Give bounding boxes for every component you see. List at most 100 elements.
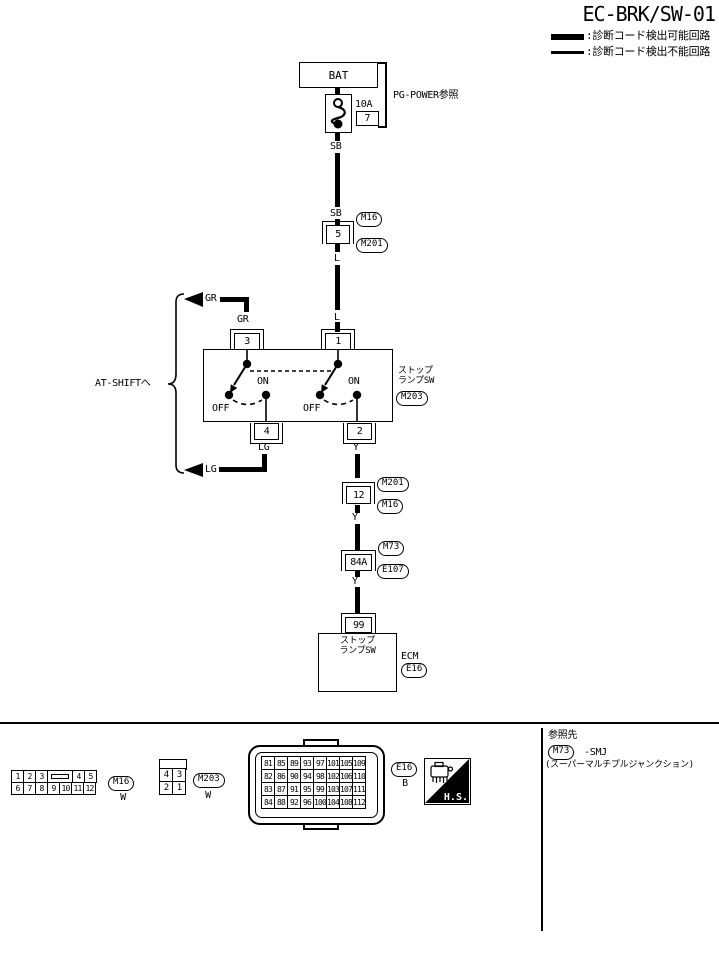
fuse-number-box: 7 <box>356 111 379 126</box>
pin-cell: 83 <box>261 782 275 796</box>
wire-label-lg-branch: LG <box>205 464 217 475</box>
wire-label-lg-terminal: LG <box>258 442 270 453</box>
fuse-rating-label: 10A <box>355 99 373 110</box>
pin-cell: 12 <box>83 782 96 795</box>
terminal-1-number: 1 <box>325 333 351 350</box>
hs-view-icon: H.S. <box>424 758 471 805</box>
ecm-signal-name-2: ランプSW <box>339 646 376 656</box>
connector-ref-m16-upper: M16 <box>356 212 383 227</box>
pin-cell: 112 <box>352 795 366 809</box>
connector-ref-m16-mid: M16 <box>377 499 404 514</box>
reference-note: (スーパーマルチプルジャンクション) <box>545 760 694 770</box>
switch2-off-label: OFF <box>303 403 321 414</box>
wire-label-y-lower: Y <box>352 576 358 587</box>
page-title: EC-BRK/SW-01 <box>582 2 717 26</box>
legend-thick-line <box>551 34 584 40</box>
pin-cell: 94 <box>300 769 314 783</box>
pin-cell: 85 <box>274 756 288 770</box>
pin-cell: 95 <box>300 782 314 796</box>
connector-ref-m201-mid: M201 <box>377 477 409 492</box>
wire-label-sb-lower: SB <box>330 208 342 219</box>
wire-gr-vertical <box>244 297 249 312</box>
footer-vertical-divider <box>541 728 543 931</box>
wire-l-stub-lower <box>335 322 340 332</box>
connector-ref-m203-switch: M203 <box>396 391 428 406</box>
switch-terminal-2: 2 <box>343 423 376 444</box>
m16-face-color: W <box>120 792 126 803</box>
pin-cell: 110 <box>352 769 366 783</box>
wire-y-stub2 <box>355 570 360 577</box>
wire-label-gr-branch: GR <box>205 293 217 304</box>
terminal-99-number: 99 <box>345 617 372 633</box>
lg-arrow-icon <box>184 463 203 477</box>
legend-thick-label: :診断コード検出可能回路 <box>586 29 711 42</box>
pin-cell: 105 <box>339 756 353 770</box>
wire-lg-vertical <box>262 454 267 472</box>
pin-cell: 93 <box>300 756 314 770</box>
connector-ref-m201-upper: M201 <box>356 238 388 253</box>
battery-box: BAT <box>299 62 378 88</box>
terminal-84a-number: 84A <box>345 554 372 571</box>
pin-cell: 92 <box>287 795 301 809</box>
pin-cell: 3 <box>172 768 186 782</box>
fuse-number: 7 <box>364 113 371 124</box>
wire-l-stub-upper <box>335 244 340 252</box>
pin-cell: 108 <box>339 795 353 809</box>
pin-cell: 102 <box>326 769 340 783</box>
terminal-2-number: 2 <box>347 423 372 440</box>
pin-cell: 100 <box>313 795 327 809</box>
pin-cell: 106 <box>339 769 353 783</box>
terminal-3-number: 3 <box>234 333 260 350</box>
wire-y-mid <box>355 524 360 551</box>
pin-cell: 101 <box>326 756 340 770</box>
pin-cell: 99 <box>313 782 327 796</box>
ecm-box <box>318 633 397 692</box>
at-shift-label: AT-SHIFTへ <box>95 378 151 389</box>
pin-cell: 98 <box>313 769 327 783</box>
reference-heading: 参照先 <box>548 730 578 741</box>
e16-face-label: E16 <box>391 762 418 777</box>
stop-lamp-switch-name-2: ランプSW <box>398 376 435 386</box>
legend-thin-label: :診断コード検出不能回路 <box>586 45 711 58</box>
pg-power-reference: PG-POWER参照 <box>393 90 459 101</box>
pin-cell: 91 <box>287 782 301 796</box>
terminal-4-number: 4 <box>254 423 279 440</box>
e16-face-color: B <box>402 778 408 789</box>
reference-name: -SMJ <box>584 747 607 758</box>
pin-cell: 109 <box>352 756 366 770</box>
wire-label-gr-terminal: GR <box>237 314 249 325</box>
pin-cell: 90 <box>287 769 301 783</box>
wire-label-y-mid: Y <box>352 512 358 523</box>
pin-cell: 104 <box>326 795 340 809</box>
pin-cell: 81 <box>261 756 275 770</box>
wire-y-lower <box>355 587 360 614</box>
connector-ref-e16: E16 <box>401 663 428 678</box>
pin-cell: 2 <box>159 781 173 795</box>
m16-face-label: M16 <box>108 776 135 791</box>
m203-face-label: M203 <box>193 773 225 788</box>
switch1-off-label: OFF <box>212 403 230 414</box>
connector-icon <box>430 761 454 783</box>
pin-cell: 84 <box>261 795 275 809</box>
wire-sb-stub <box>335 219 340 225</box>
connector-ref-e107: E107 <box>377 564 409 579</box>
terminal-5-number: 5 <box>326 225 350 244</box>
pin-cell: 87 <box>274 782 288 796</box>
wire-label-l-upper: L <box>334 253 340 264</box>
m203-face-color: W <box>205 790 211 801</box>
pin-cell: 89 <box>287 756 301 770</box>
pin-cell: 96 <box>300 795 314 809</box>
pg-power-bracket <box>378 62 387 128</box>
legend-thin-line <box>551 51 584 54</box>
connector-terminal-5: 5 <box>322 221 354 244</box>
wire-sb <box>335 153 340 207</box>
wire-fuse-stub <box>335 132 340 141</box>
stop-lamp-switch-name-1: ストップ <box>398 366 433 376</box>
pin-cell: 82 <box>261 769 275 783</box>
